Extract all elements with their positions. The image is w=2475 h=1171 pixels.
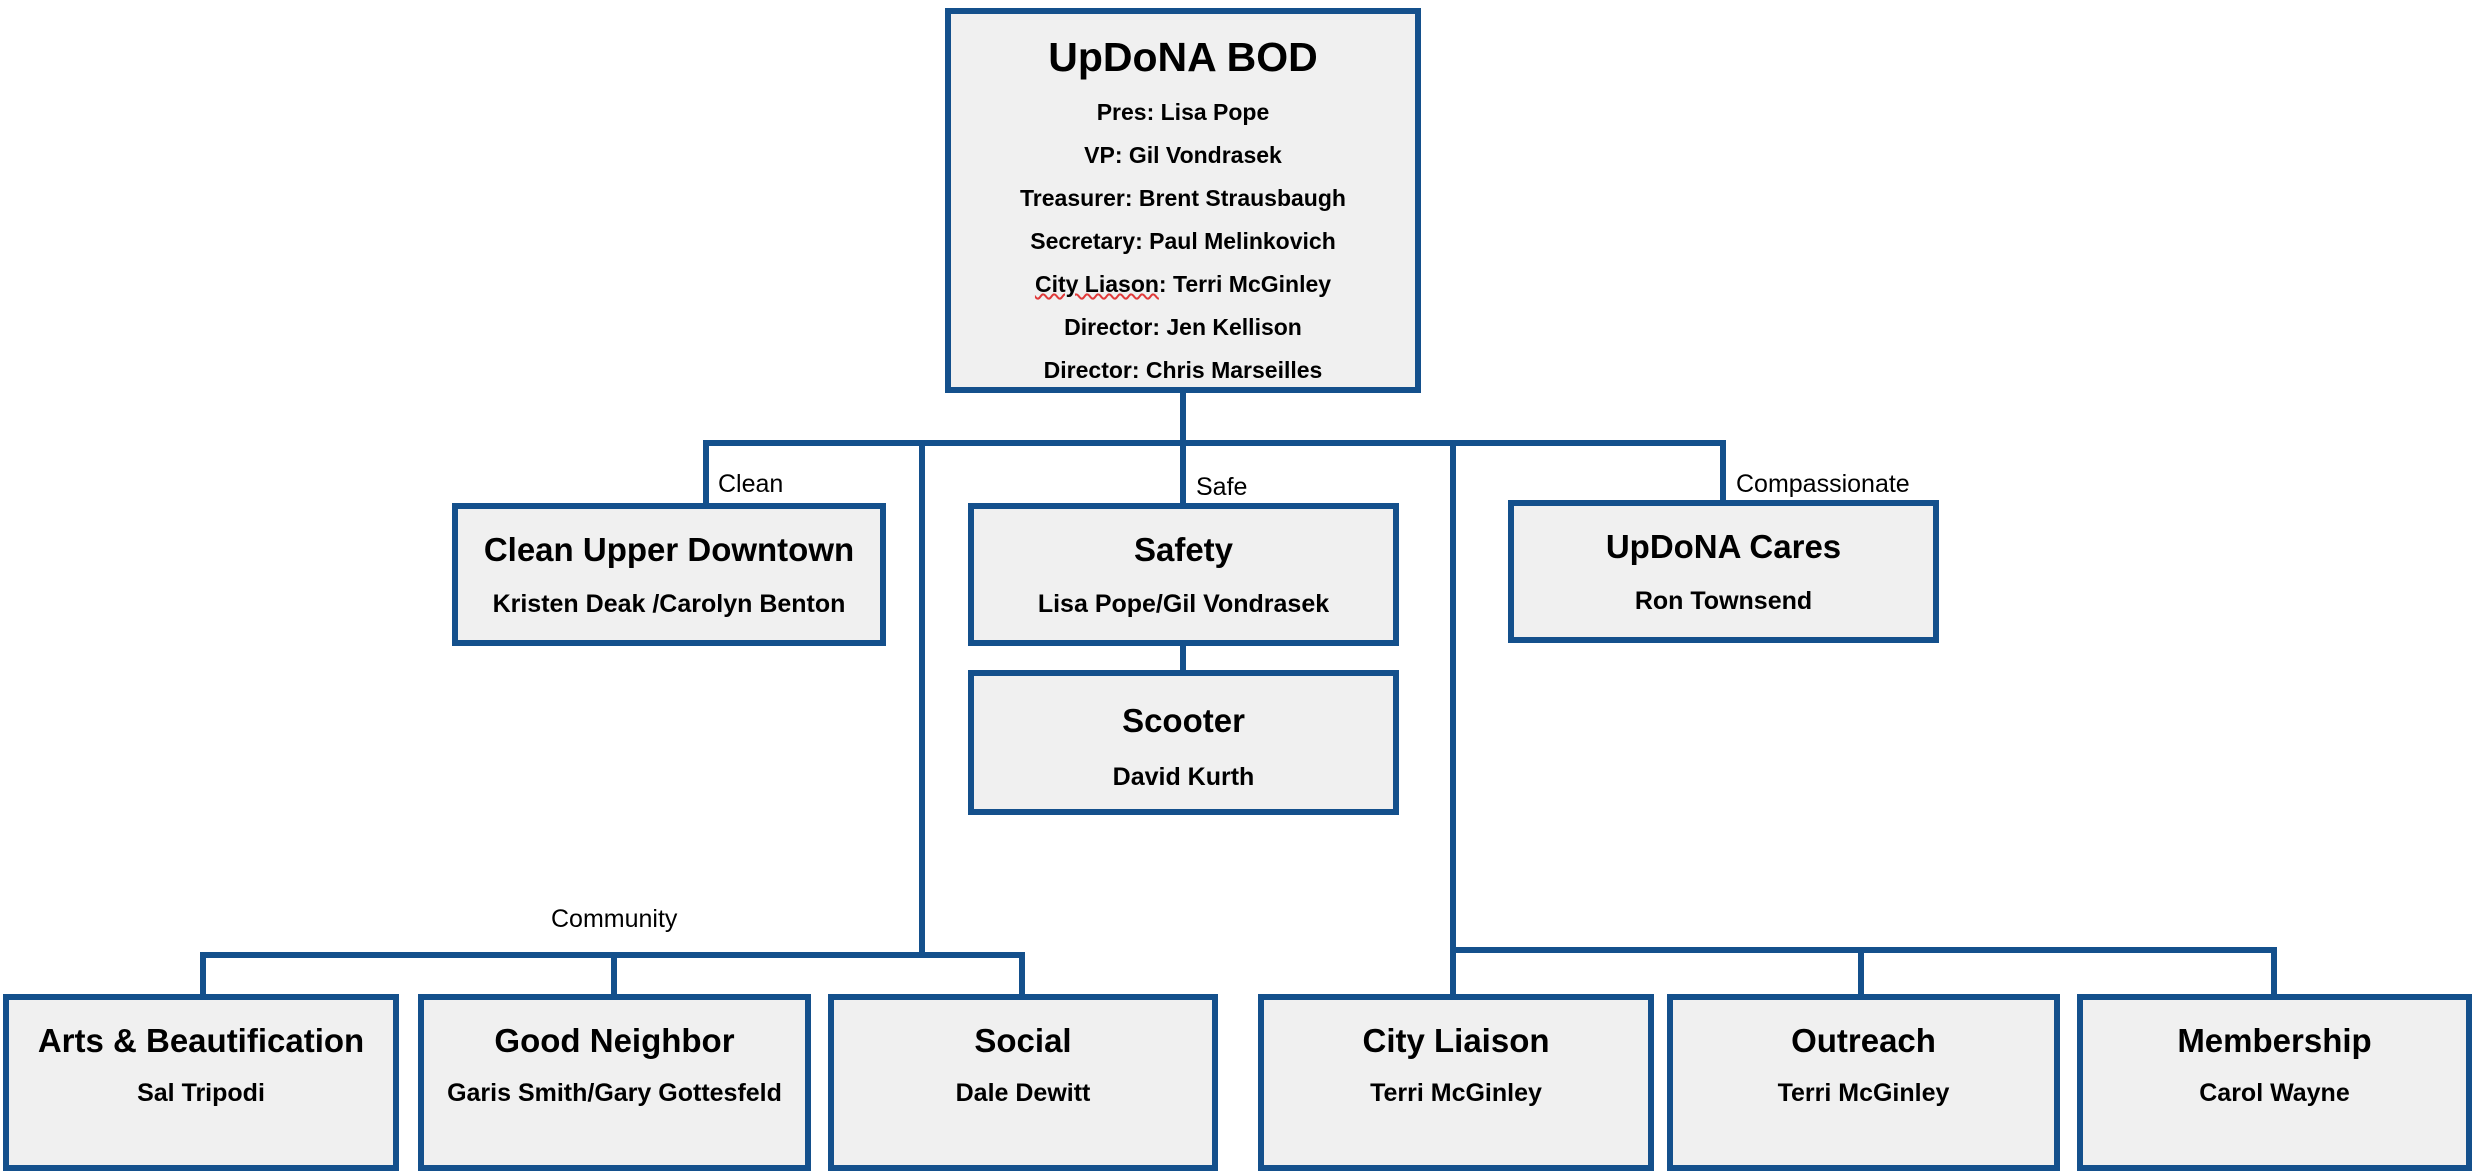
node-social[interactable]: Social Dale Dewitt [828, 994, 1218, 1171]
node-title: City Liaison [1362, 1022, 1550, 1059]
bod-roster-item-director-1: Director: Jen Kellison [1064, 314, 1302, 341]
node-title: Arts & Beautification [37, 1022, 365, 1059]
connector-root-trunk [1180, 392, 1186, 446]
connector-drop-arts [200, 952, 206, 997]
connector-trunk-cityliaison-group [1450, 440, 1456, 953]
node-title: Clean Upper Downtown [483, 531, 855, 568]
node-person: David Kurth [1112, 762, 1255, 791]
connector-drop-safe [1180, 440, 1186, 506]
node-person: Ron Townsend [1634, 586, 1813, 615]
bod-roster-item-president: Pres: Lisa Pope [1096, 99, 1270, 126]
node-safety[interactable]: Safety Lisa Pope/Gil Vondrasek [968, 503, 1399, 646]
node-person: Garis Smith/Gary Gottesfeld [447, 1078, 782, 1107]
connector-drop-clean [703, 440, 709, 506]
node-title: Good Neighbor [494, 1022, 735, 1059]
connector-safety-to-scooter [1180, 646, 1186, 673]
city-liason-value: : Terri McGinley [1158, 271, 1332, 298]
connector-drop-social [1019, 952, 1025, 997]
node-title: Social [974, 1022, 1072, 1059]
connector-drop-goodneighbor [611, 952, 617, 997]
node-person: Sal Tripodi [137, 1078, 265, 1107]
node-updona-cares[interactable]: UpDoNA Cares Ron Townsend [1508, 500, 1939, 643]
node-membership[interactable]: Membership Carol Wayne [2077, 994, 2472, 1171]
node-title: Safety [1133, 531, 1234, 568]
bod-roster-item-city-liason: City Liason: Terri McGinley [951, 273, 1415, 296]
bod-roster-item-treasurer: Treasurer: Brent Strausbaugh [1020, 185, 1346, 212]
connector-drop-membership [2271, 947, 2277, 997]
node-person: Carol Wayne [2199, 1078, 2350, 1107]
misspelled-word: City Liason [1034, 271, 1159, 298]
node-clean-upper-downtown[interactable]: Clean Upper Downtown Kristen Deak /Carol… [452, 503, 886, 646]
branch-label-compassionate: Compassionate [1736, 470, 1910, 498]
node-updona-bod[interactable]: UpDoNA BOD Pres: Lisa Pope VP: Gil Vondr… [945, 8, 1421, 393]
node-title: Scooter [1122, 702, 1245, 739]
node-arts-beautification[interactable]: Arts & Beautification Sal Tripodi [3, 994, 399, 1171]
node-scooter[interactable]: Scooter David Kurth [968, 670, 1399, 815]
bod-roster-item-vp: VP: Gil Vondrasek [1084, 142, 1282, 169]
connector-drop-compassionate [1720, 440, 1726, 503]
branch-label-clean: Clean [718, 470, 784, 498]
node-person: Kristen Deak /Carolyn Benton [492, 589, 846, 618]
bod-roster-item-director-2: Director: Chris Marseilles [1043, 357, 1323, 384]
node-title: UpDoNA Cares [1605, 528, 1842, 565]
node-person: Terri McGinley [1370, 1078, 1542, 1107]
node-title: UpDoNA BOD [1048, 34, 1318, 80]
node-person: Terri McGinley [1777, 1078, 1950, 1107]
node-outreach[interactable]: Outreach Terri McGinley [1667, 994, 2060, 1171]
node-person: Dale Dewitt [955, 1078, 1091, 1107]
node-person: Lisa Pope/Gil Vondrasek [1037, 589, 1330, 618]
connector-tier2-bar [703, 440, 1726, 446]
node-title: Outreach [1791, 1022, 1936, 1059]
connector-trunk-community [919, 440, 925, 958]
connector-drop-outreach [1858, 947, 1864, 997]
connector-drop-cityliaison [1450, 947, 1456, 997]
node-good-neighbor[interactable]: Good Neighbor Garis Smith/Gary Gottesfel… [418, 994, 811, 1171]
branch-label-safe: Safe [1196, 473, 1248, 501]
node-title: Membership [2177, 1022, 2372, 1059]
branch-label-community: Community [551, 905, 678, 933]
bod-roster: Pres: Lisa Pope VP: Gil Vondrasek Treasu… [951, 101, 1415, 402]
node-city-liaison[interactable]: City Liaison Terri McGinley [1258, 994, 1654, 1171]
bod-roster-item-secretary: Secretary: Paul Melinkovich [1030, 228, 1336, 255]
